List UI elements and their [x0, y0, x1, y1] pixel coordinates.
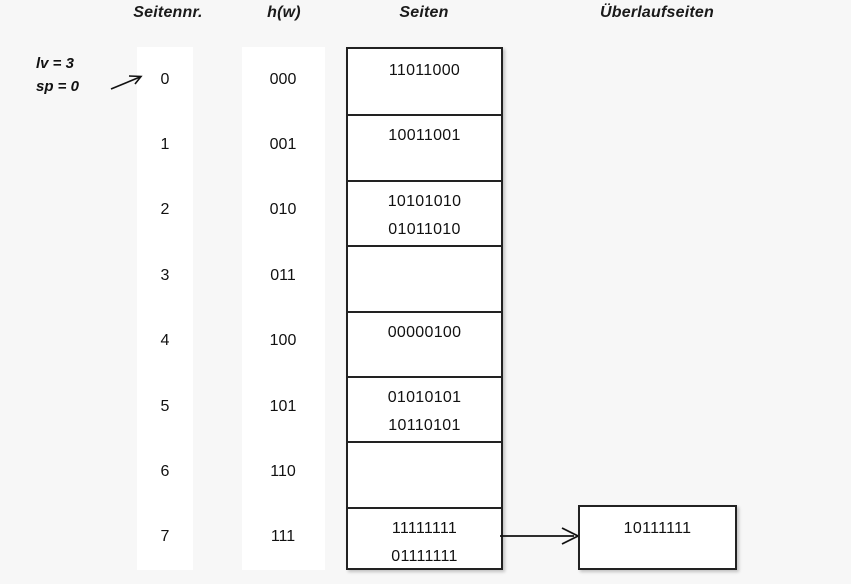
hw-cell: 001: [269, 136, 297, 154]
page-record: 01011010: [388, 220, 461, 238]
hw-cell: 111: [270, 528, 296, 546]
page-row: [348, 245, 501, 310]
seitennr-cell: 1: [160, 136, 170, 154]
page-record: 01010101: [387, 388, 462, 406]
column-header-hw: h(w): [267, 4, 301, 21]
seitennr-column-background: [137, 47, 193, 570]
hw-cell: 110: [270, 462, 296, 480]
overflow-page-box: 10111111: [578, 505, 737, 570]
page-row: 10011001: [348, 114, 501, 179]
page-row: 00000100: [348, 311, 501, 376]
column-header-ueberlaufseiten: Überlaufseiten: [600, 4, 714, 21]
hw-cell: 010: [269, 201, 297, 219]
hw-cell: 100: [269, 332, 297, 350]
page-row: 11111111 01111111: [348, 507, 501, 572]
seitennr-cell: 3: [160, 266, 170, 284]
page-row-separator: [348, 310, 501, 313]
seitennr-cell: 2: [160, 201, 170, 219]
hw-cell: 000: [269, 70, 297, 88]
level-split-annotation: lv = 3 sp = 0: [36, 52, 79, 98]
seitennr-cell: 7: [160, 528, 170, 546]
page-row-separator: [348, 506, 501, 509]
hw-cell: 011: [270, 266, 296, 284]
page-row: 11011000: [348, 49, 501, 114]
seitennr-cell: 6: [160, 462, 170, 480]
overflow-record: 10111111: [623, 520, 692, 537]
page-record: 10110101: [388, 416, 461, 434]
page-row-separator: [348, 375, 501, 378]
split-pointer-value: sp = 0: [36, 78, 79, 95]
hw-cell: 101: [269, 397, 297, 415]
pages-box: 11011000 10011001 10101010 01011010 00000100…: [346, 47, 503, 570]
page-row: 01010101 10110101: [348, 376, 501, 441]
arrow-right-icon: [500, 527, 581, 545]
seitennr-cell: 5: [160, 397, 170, 415]
page-row: 10101010 01011010: [348, 180, 501, 245]
page-row-separator: [348, 245, 501, 248]
page-row-separator: [348, 114, 501, 117]
page-record: 10101010: [387, 192, 462, 210]
page-record: 00000100: [387, 323, 462, 341]
page-record: 01111111: [391, 547, 458, 565]
page-row-separator: [348, 179, 501, 182]
column-header-seitennr: Seitennr.: [133, 4, 203, 21]
page-record: 10011001: [388, 127, 461, 145]
page-record: 11111111: [391, 519, 458, 537]
page-row: [348, 441, 501, 506]
page-record: 11011000: [388, 62, 461, 79]
hw-column-background: [242, 47, 325, 570]
seitennr-cell: 4: [160, 332, 170, 350]
page-row-separator: [348, 441, 501, 444]
column-header-seiten: Seiten: [399, 4, 449, 21]
level-value: lv = 3: [36, 55, 74, 72]
seitennr-cell: 0: [160, 70, 170, 88]
arrow-right-icon: [110, 75, 143, 90]
